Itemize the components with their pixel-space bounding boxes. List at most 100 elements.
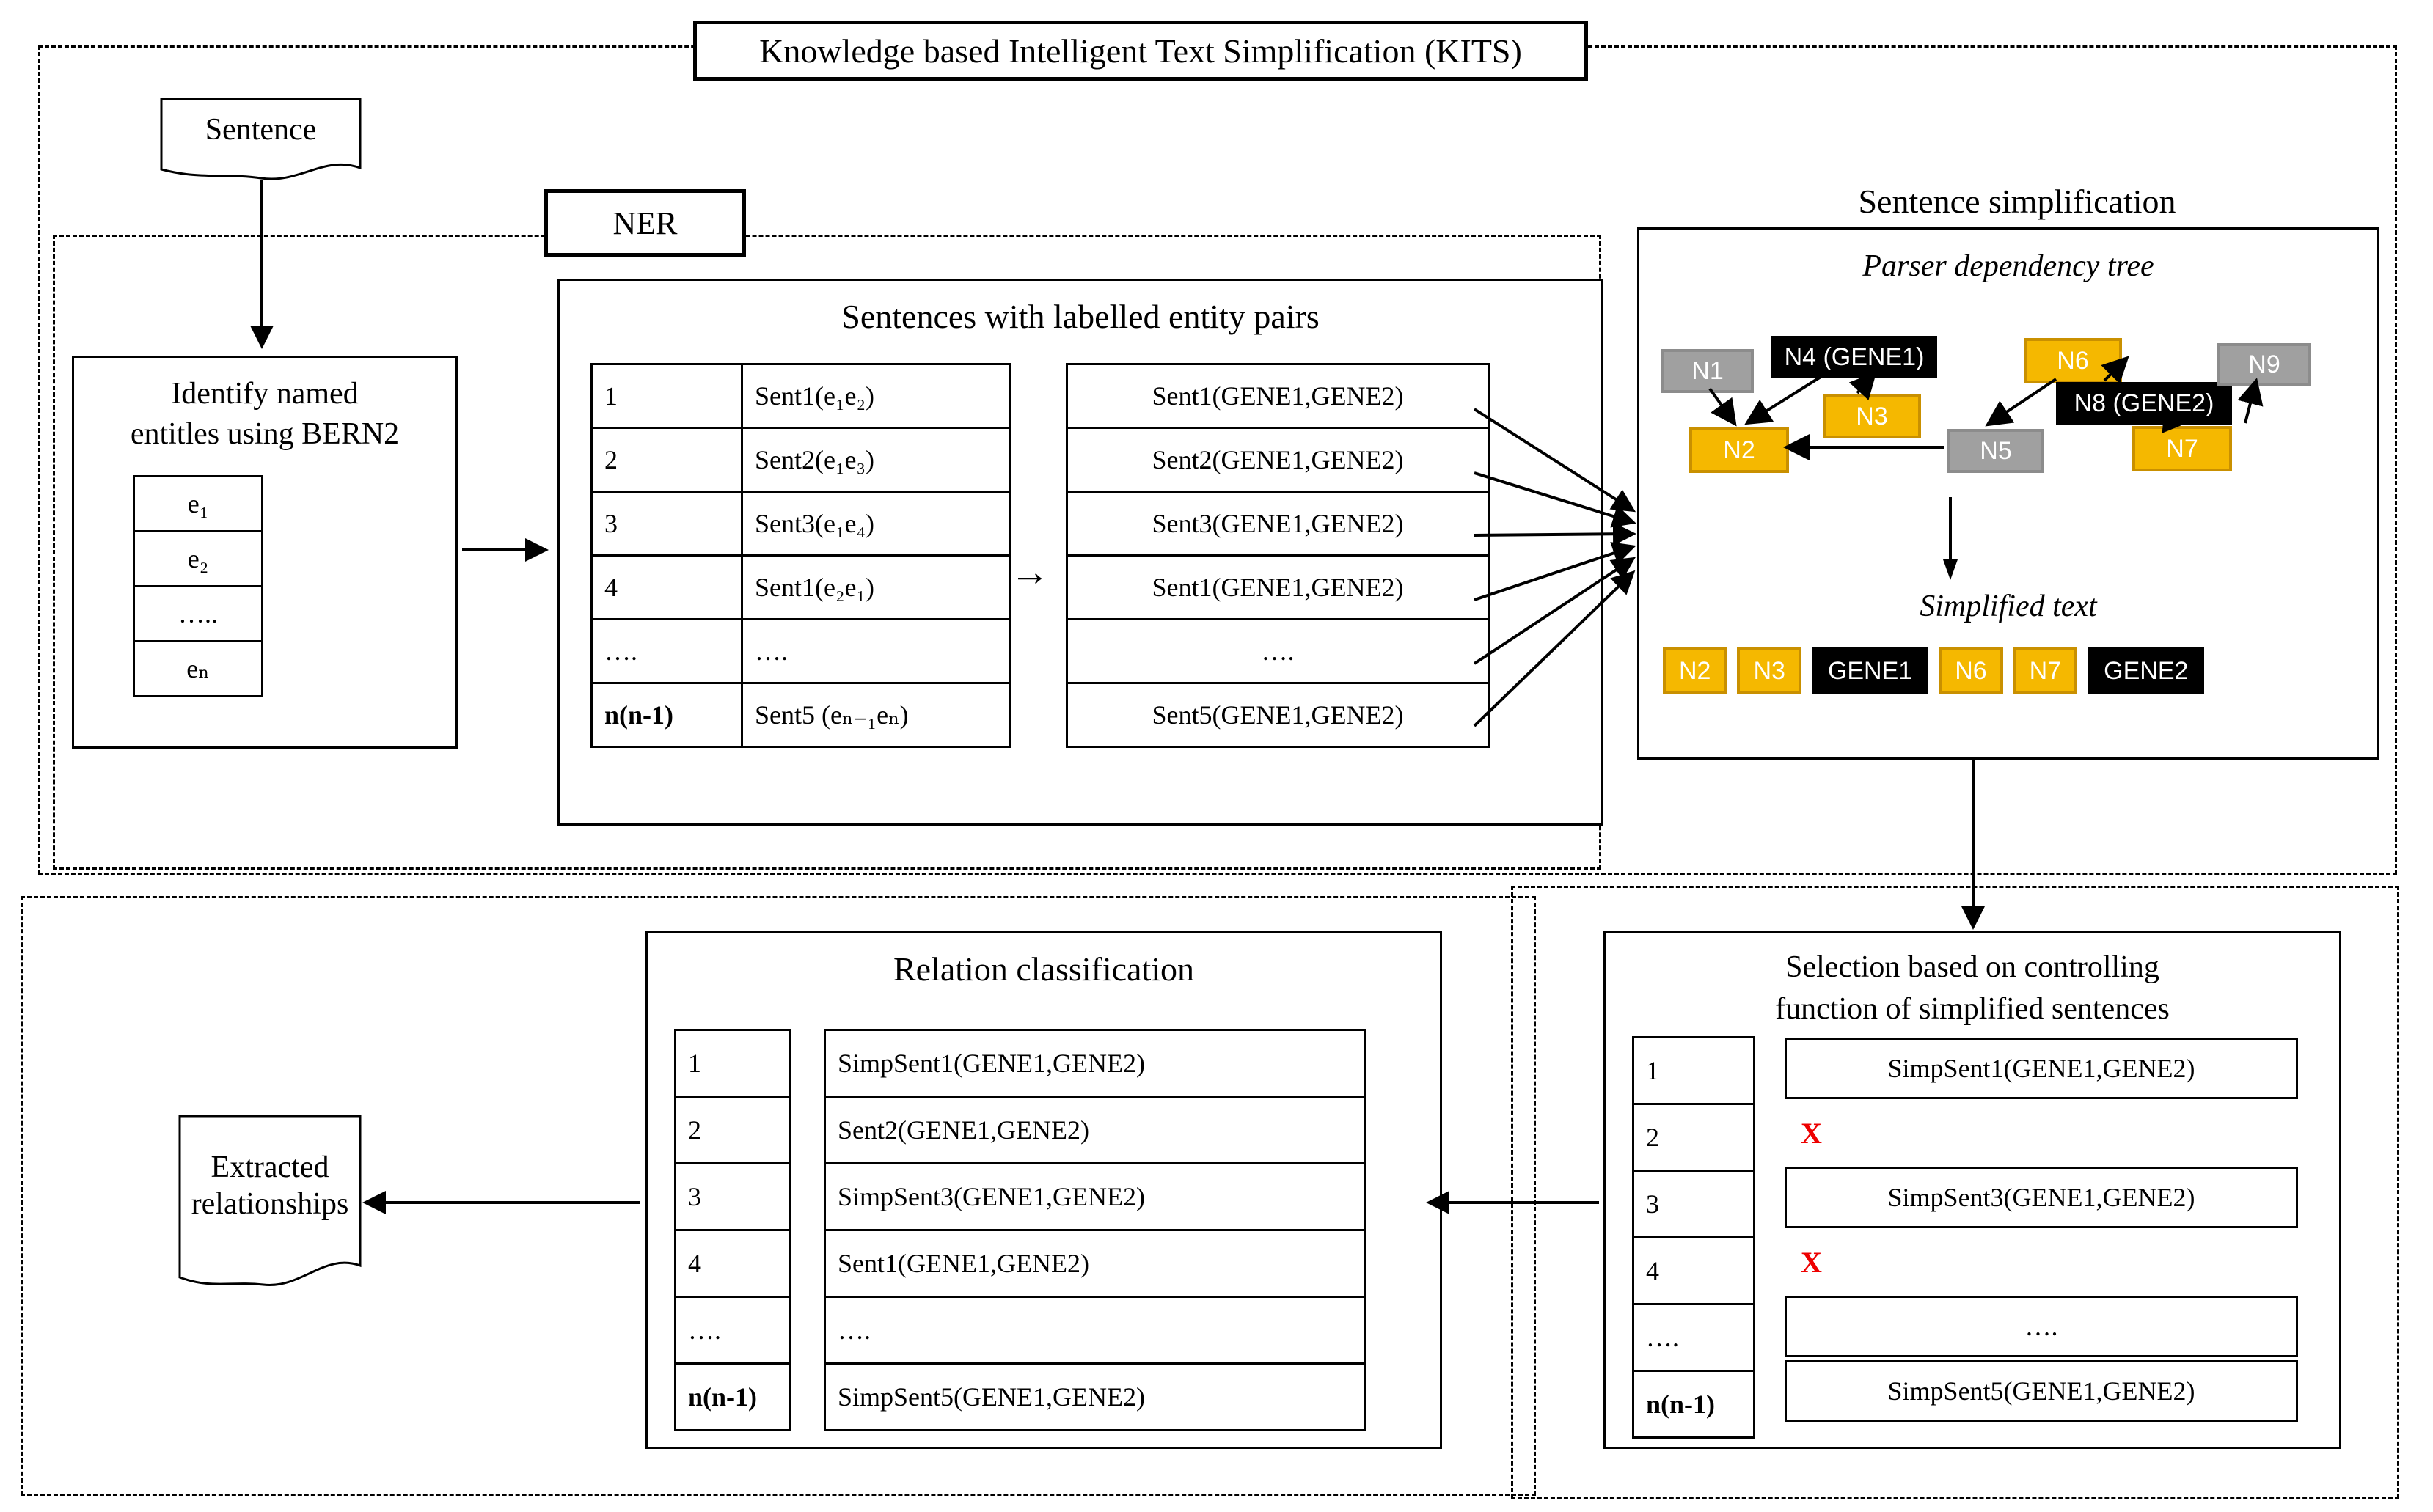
sentence-simplification-heading: Sentence simplification	[1858, 183, 2176, 220]
tree-node-N5: N5	[1947, 429, 2044, 473]
gene-pair-row: Sent1(GENE1,GENE2)	[1066, 554, 1490, 620]
selection-value-cell: SimpSent3(GENE1,GENE2)	[1785, 1167, 2298, 1228]
selection-value-row: SimpSent5(GENE1,GENE2)	[1785, 1359, 2298, 1423]
selection-panel: Selection based on controlling function …	[1603, 931, 2341, 1449]
entity-cell: e₂	[133, 530, 263, 587]
entity-cell: e₁	[133, 475, 263, 532]
pair-value-cell: ….	[741, 618, 1011, 684]
relation-value-row: Sent2(GENE1,GENE2)	[824, 1096, 1366, 1164]
selection-value-row: X	[1785, 1230, 2298, 1294]
selection-value-list: SimpSent1(GENE1,GENE2) X SimpSent3(GENE1,G…	[1785, 1036, 2298, 1423]
bern2-heading-line1: Identify named	[171, 377, 359, 411]
simplified-token: N6	[1939, 647, 2003, 694]
relation-value-row: ….	[824, 1296, 1366, 1365]
relation-index-row: 3	[674, 1162, 791, 1231]
relation-index-cell: 2	[674, 1096, 791, 1164]
ner-stage-label-text: NER	[612, 205, 678, 241]
selection-heading-line1: Selection based on controlling	[1785, 950, 2159, 984]
pair-index-cell: 2	[590, 427, 743, 493]
pair-value-cell: Sent1(e₂e₁)	[741, 554, 1011, 620]
entity-pair-row: n(n-1)Sent5 (eₙ₋₁eₙ)	[590, 682, 1011, 748]
extracted-relationships-label: Extracted relationships	[191, 1150, 349, 1221]
relation-value-row: SimpSent1(GENE1,GENE2)	[824, 1029, 1366, 1098]
pair-index-cell: n(n-1)	[590, 682, 743, 748]
entity-cell: …..	[133, 585, 263, 642]
tree-to-simplified-arrow-icon	[1943, 497, 1958, 580]
pair-index-cell: ….	[590, 618, 743, 684]
pair-index-cell: 3	[590, 491, 743, 557]
pair-value-cell: Sent3(e₁e₄)	[741, 491, 1011, 557]
relation-index-row: 4	[674, 1229, 791, 1298]
pair-index-cell: 4	[590, 554, 743, 620]
sentence-document-label: Sentence	[205, 113, 317, 147]
bern2-heading: Identify named entitles using BERN2	[74, 374, 455, 454]
gene-pair-cell: Sent3(GENE1,GENE2)	[1066, 491, 1490, 557]
selection-value-cell: SimpSent5(GENE1,GENE2)	[1785, 1360, 2298, 1422]
ner-stage-label: NER	[544, 189, 746, 257]
tree-node-N8: N8 (GENE2)	[2056, 382, 2232, 425]
relation-classification-heading: Relation classification	[893, 950, 1195, 988]
sentence-document: Sentence	[160, 98, 362, 182]
pair-index-cell: 1	[590, 363, 743, 429]
selection-value-row: SimpSent1(GENE1,GENE2)	[1785, 1036, 2298, 1101]
selection-index-cell: 1	[1632, 1036, 1755, 1105]
simplified-token: N3	[1737, 647, 1801, 694]
entity-row: eₙ	[133, 640, 263, 697]
relation-value-cell: Sent2(GENE1,GENE2)	[824, 1096, 1366, 1164]
extracted-relationships-document: Extracted relationships	[178, 1115, 362, 1298]
relation-index-cell: 3	[674, 1162, 791, 1231]
relation-index-row: n(n-1)	[674, 1362, 791, 1431]
tree-node-N2: N2	[1689, 427, 1789, 473]
relation-value-cell: Sent1(GENE1,GENE2)	[824, 1229, 1366, 1298]
parser-tree-caption: Parser dependency tree	[1862, 249, 2154, 283]
selection-value-row: SimpSent3(GENE1,GENE2)	[1785, 1165, 2298, 1230]
tree-node-N1: N1	[1661, 349, 1754, 393]
gene-pair-row: ….	[1066, 618, 1490, 684]
selection-value-cell: ….	[1785, 1296, 2298, 1357]
selection-reject-marker: X	[1801, 1116, 1822, 1150]
selection-index-row: 3	[1632, 1170, 1755, 1238]
gene-pair-cell: Sent1(GENE1,GENE2)	[1066, 363, 1490, 429]
selection-index-cell: n(n-1)	[1632, 1370, 1755, 1439]
relation-index-cell: 4	[674, 1229, 791, 1298]
relation-value-row: Sent1(GENE1,GENE2)	[824, 1229, 1366, 1298]
relation-stage-frame	[1511, 886, 2399, 1499]
relation-index-row: 2	[674, 1096, 791, 1164]
relation-index-cell: n(n-1)	[674, 1362, 791, 1431]
entity-row: …..	[133, 585, 263, 642]
relation-value-cell: ….	[824, 1296, 1366, 1365]
selection-heading: Selection based on controlling function …	[1606, 947, 2339, 1030]
classification-stage-frame	[21, 896, 1536, 1496]
entity-cell: eₙ	[133, 640, 263, 697]
selection-index-row: 4	[1632, 1236, 1755, 1305]
relation-index-row: 1	[674, 1029, 791, 1098]
relation-value-row: SimpSent5(GENE1,GENE2)	[824, 1362, 1366, 1431]
selection-index-cell: 4	[1632, 1236, 1755, 1305]
selection-reject-marker: X	[1801, 1245, 1822, 1279]
gene-pair-cell: Sent2(GENE1,GENE2)	[1066, 427, 1490, 493]
kits-title-text: Knowledge based Intelligent Text Simplif…	[759, 32, 1522, 70]
selection-value-cell: SimpSent1(GENE1,GENE2)	[1785, 1038, 2298, 1099]
gene-pair-row: Sent3(GENE1,GENE2)	[1066, 491, 1490, 557]
entity-pair-row: ….….	[590, 618, 1011, 684]
gene-pair-row: Sent1(GENE1,GENE2)	[1066, 363, 1490, 429]
pair-value-cell: Sent1(e₁e₂)	[741, 363, 1011, 429]
parser-tree-edges	[1708, 356, 2264, 460]
relation-index-cell: ….	[674, 1296, 791, 1365]
selection-value-row: ….	[1785, 1294, 2298, 1359]
selection-index-row: 2	[1632, 1103, 1755, 1172]
simplified-token: N7	[2013, 647, 2078, 694]
relation-value-cell: SimpSent5(GENE1,GENE2)	[824, 1362, 1366, 1431]
relation-value-table: SimpSent1(GENE1,GENE2)Sent2(GENE1,GENE2)…	[824, 1029, 1366, 1431]
kits-title: Knowledge based Intelligent Text Simplif…	[693, 21, 1588, 81]
tree-node-N4: N4 (GENE1)	[1771, 336, 1937, 378]
